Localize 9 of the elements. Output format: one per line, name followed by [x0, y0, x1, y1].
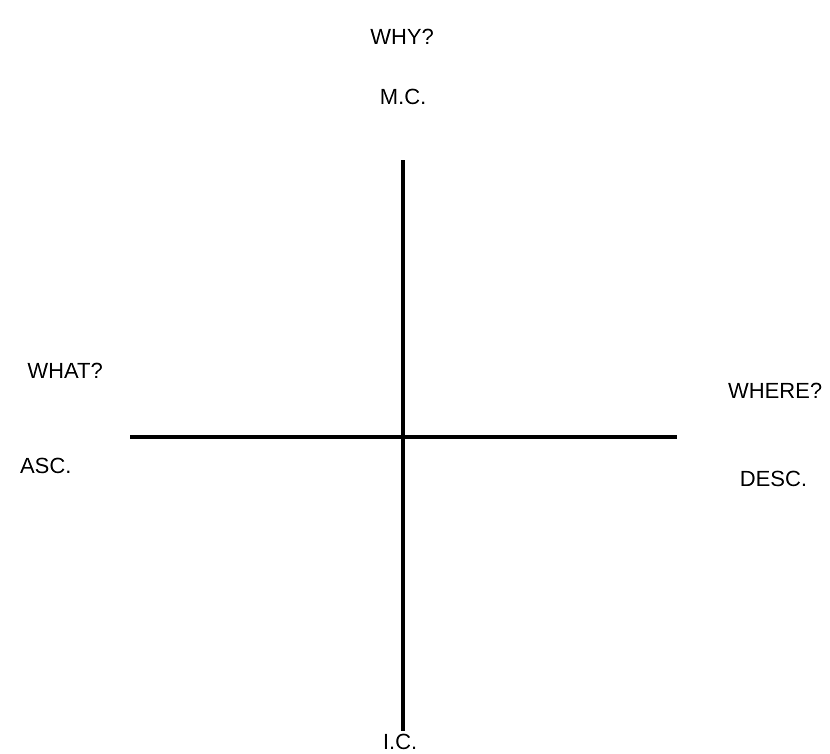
question-label: WHAT? [26, 360, 104, 382]
axis-label: DESC. [740, 468, 807, 490]
axis-line [130, 435, 677, 439]
axis-label: I.C. [382, 731, 418, 753]
question-label: WHY? [369, 26, 435, 48]
question-label: WHERE? [726, 380, 824, 402]
axis-label: M.C. [380, 86, 426, 108]
axis-label: ASC. [20, 455, 72, 477]
axis-line [401, 160, 405, 731]
